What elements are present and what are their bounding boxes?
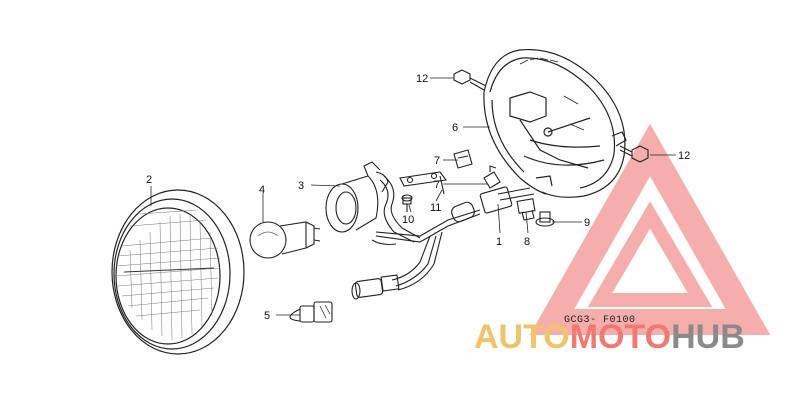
watermark-logo-icon bbox=[529, 123, 771, 335]
bolt-9 bbox=[535, 211, 555, 227]
callout-11: 11 bbox=[430, 202, 441, 214]
callout-3: 3 bbox=[298, 180, 304, 192]
callout-9: 9 bbox=[584, 217, 590, 229]
callout-6: 6 bbox=[452, 122, 458, 134]
callout-10: 10 bbox=[402, 214, 414, 226]
mounting-bracket bbox=[399, 171, 447, 195]
callout-12-lower: 12 bbox=[678, 150, 690, 162]
pilot-bulb bbox=[289, 301, 333, 323]
bulb-socket bbox=[325, 161, 389, 233]
bolt-12-upper bbox=[453, 69, 487, 91]
callout-1: 1 bbox=[496, 236, 502, 248]
callout-4: 4 bbox=[259, 184, 265, 196]
watermark-moto: MOTO bbox=[570, 318, 671, 356]
callout-2: 2 bbox=[146, 174, 152, 186]
watermark-text: AUTOMOTOHUB bbox=[474, 318, 745, 356]
callout-7-upper: 7 bbox=[434, 155, 440, 167]
callout-12-upper: 12 bbox=[416, 73, 428, 85]
watermark-hub: HUB bbox=[671, 318, 745, 356]
headlight-case bbox=[483, 48, 627, 198]
clip-7-upper bbox=[453, 149, 473, 169]
wiring-harness bbox=[351, 175, 535, 300]
screw-10 bbox=[401, 194, 413, 212]
bolt-12-lower bbox=[619, 145, 649, 163]
callout-7-lower: 7 bbox=[434, 179, 440, 191]
headlight-bulb bbox=[249, 221, 321, 259]
callout-5: 5 bbox=[264, 310, 270, 322]
leader-lines bbox=[150, 77, 676, 316]
callout-8: 8 bbox=[524, 236, 530, 248]
diagram-code: GCG3- F0100 bbox=[564, 315, 636, 326]
headlight-lens bbox=[111, 189, 245, 355]
clip-7-lower bbox=[483, 165, 501, 189]
nut-8 bbox=[516, 198, 536, 221]
watermark-auto: AUTO bbox=[474, 318, 570, 356]
